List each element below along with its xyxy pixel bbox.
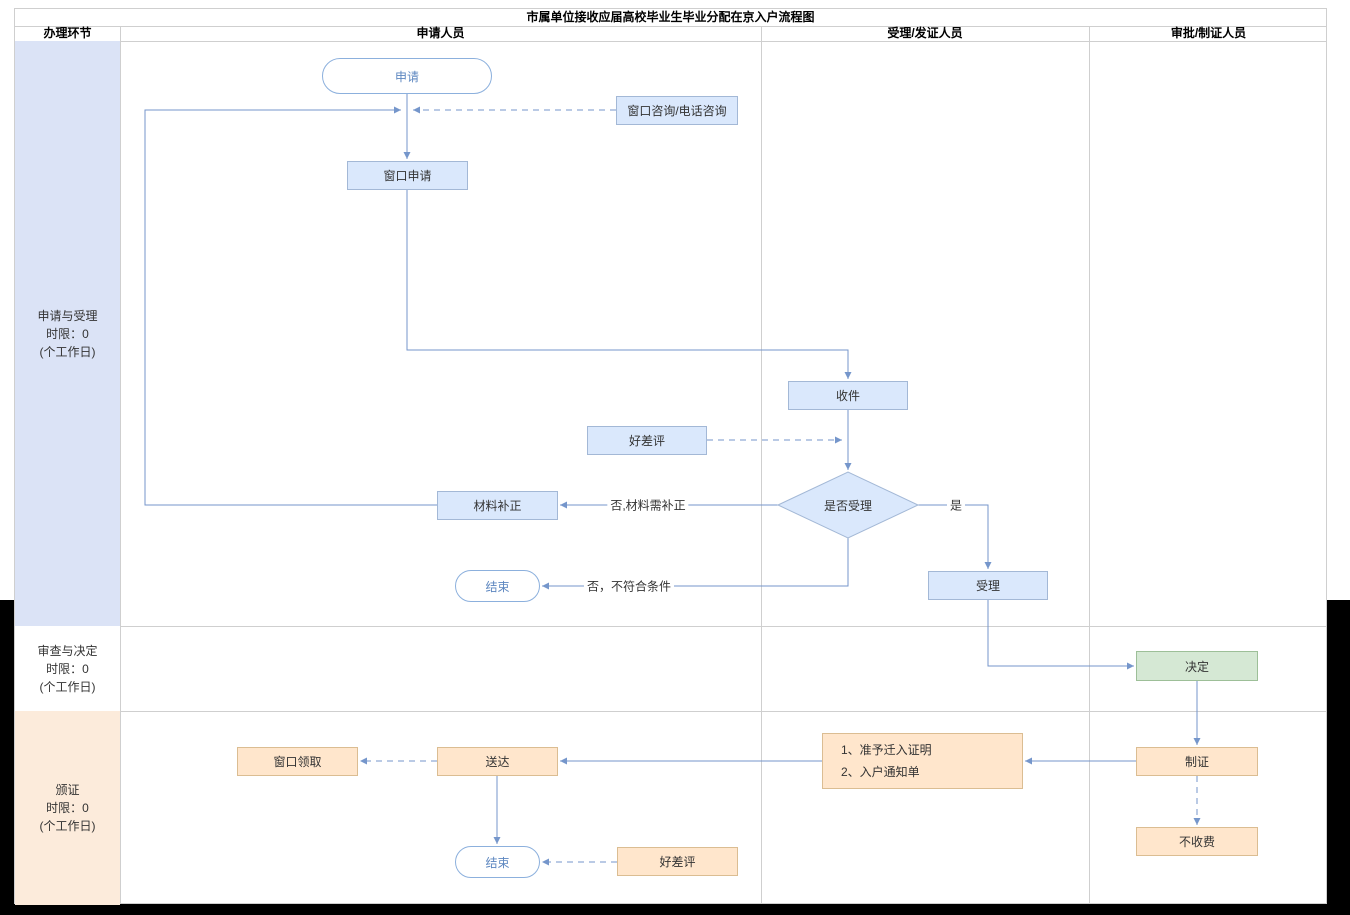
lane-label-apply-accept: 申请与受理 时限：0 (个工作日) (15, 41, 120, 626)
edge-label-not-qualified: 否，不符合条件 (583, 577, 675, 595)
column-header-applicant: 申请人员 (416, 26, 465, 40)
node-end1: 结束 (455, 570, 540, 602)
node-decide: 决定 (1136, 651, 1258, 681)
grid-hline-lane1 (15, 626, 1326, 627)
node-receive: 收件 (788, 381, 908, 410)
node-window-apply: 窗口申请 (347, 161, 468, 190)
node-end2: 结束 (455, 846, 540, 878)
grid-vline-applicant (761, 26, 762, 903)
edge-label-yes: 是 (946, 496, 966, 514)
column-header-approver: 审批/制证人员 (1170, 26, 1247, 40)
grid-vline-stage (120, 26, 121, 903)
node-make-cert: 制证 (1136, 747, 1258, 776)
column-header-stage: 办理环节 (43, 26, 92, 40)
node-review2: 好差评 (617, 847, 738, 876)
edge-label-need-correction: 否,材料需补正 (607, 496, 689, 514)
swimlane-grid: 市属单位接收应届高校毕业生毕业分配在京入户流程图 办理环节 申请人员 受理/发证… (14, 8, 1327, 905)
node-review1: 好差评 (587, 426, 707, 455)
grid-hline-title (15, 26, 1326, 27)
lane-label-issue: 颁证 时限：0 (个工作日) (15, 711, 120, 905)
grid-hline-lane2 (15, 711, 1326, 712)
grid-vline-acceptor (1089, 26, 1090, 903)
node-consult: 窗口咨询/电话咨询 (616, 96, 738, 125)
grid-hline-header (15, 41, 1326, 42)
node-apply-start: 申请 (322, 58, 492, 94)
node-decision-label: 是否受理 (823, 498, 872, 513)
node-correction: 材料补正 (437, 491, 558, 520)
diagram-title: 市属单位接收应届高校毕业生毕业分配在京入户流程图 (526, 10, 815, 24)
lane-label-review-decide: 审查与决定 时限：0 (个工作日) (15, 626, 120, 711)
node-accept: 受理 (928, 571, 1048, 600)
node-pickup: 窗口领取 (237, 747, 358, 776)
node-no-fee: 不收费 (1136, 827, 1258, 856)
column-header-acceptor: 受理/发证人员 (887, 26, 963, 40)
node-documents: 1、准予迁入证明 2、入户通知单 (822, 733, 1023, 789)
node-deliver: 送达 (437, 747, 558, 776)
